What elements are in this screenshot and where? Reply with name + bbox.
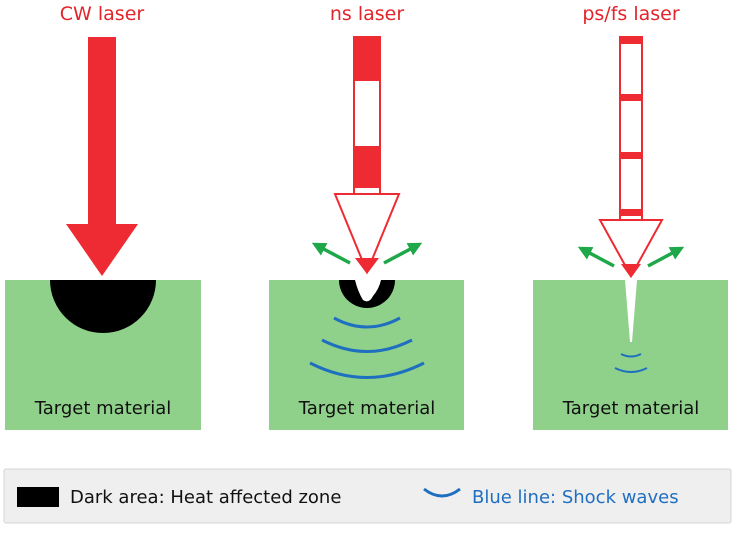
cw-material-label: Target material (34, 398, 172, 419)
shock-wave-legend-label: Blue line: Shock waves (472, 487, 679, 508)
ns-shock-wave-1 (333, 316, 401, 329)
cw-beam-arrowhead (66, 224, 138, 276)
cw-heat-affected-zone (50, 280, 156, 333)
ns-crater (355, 280, 381, 302)
psfs-shock-wave-2 (614, 367, 648, 373)
psfs-beam-arrowhead (598, 219, 664, 279)
psfs-pulse-2 (620, 94, 642, 101)
psfs-shock-waves (614, 353, 648, 373)
psfs-ejecta-arrow-right (647, 246, 685, 268)
psfs-laser-beam (598, 36, 664, 279)
psfs-laser-title: ps/fs laser (582, 3, 679, 25)
panel-ns: ns laser Target material (269, 3, 464, 430)
psfs-beam-shaft-outline (619, 36, 643, 221)
psfs-ejecta-arrow-left (577, 246, 615, 268)
cw-laser-beam (66, 37, 138, 276)
ns-ejecta-arrow-left (311, 242, 351, 265)
ns-pulse-2 (354, 146, 380, 188)
shock-wave-legend-icon (423, 487, 461, 498)
panel-cw: CW laser Target material (5, 3, 201, 430)
ns-shock-wave-2 (321, 338, 413, 353)
ns-shock-waves (309, 316, 425, 379)
ns-pulse-1 (354, 37, 380, 81)
legend: Dark area: Heat affected zone Blue line:… (3, 468, 732, 524)
legend-background (3, 468, 732, 524)
psfs-pulse-4 (620, 209, 642, 216)
panel-psfs: ps/fs laser Target material (533, 3, 728, 430)
psfs-material-label: Target material (562, 398, 700, 419)
heat-zone-legend-label: Dark area: Heat affected zone (70, 487, 341, 508)
heat-zone-legend-icon (17, 487, 59, 507)
psfs-pulse-3 (620, 152, 642, 159)
ns-laser-beam (333, 36, 401, 275)
psfs-beam-arrowhead-tip (621, 264, 641, 278)
cw-beam-shaft (88, 37, 116, 225)
cw-laser-title: CW laser (60, 3, 145, 25)
ns-laser-title: ns laser (330, 3, 404, 25)
ns-ejecta-arrow-right (383, 242, 423, 265)
psfs-ablation-channel (625, 280, 637, 342)
ns-beam-arrowhead (333, 193, 401, 275)
ns-beam-arrowhead-tip (355, 258, 379, 274)
psfs-shock-wave-1 (620, 353, 642, 358)
psfs-pulse-1 (620, 37, 642, 44)
ns-material-label: Target material (298, 398, 436, 419)
ns-shock-wave-3 (309, 361, 425, 379)
